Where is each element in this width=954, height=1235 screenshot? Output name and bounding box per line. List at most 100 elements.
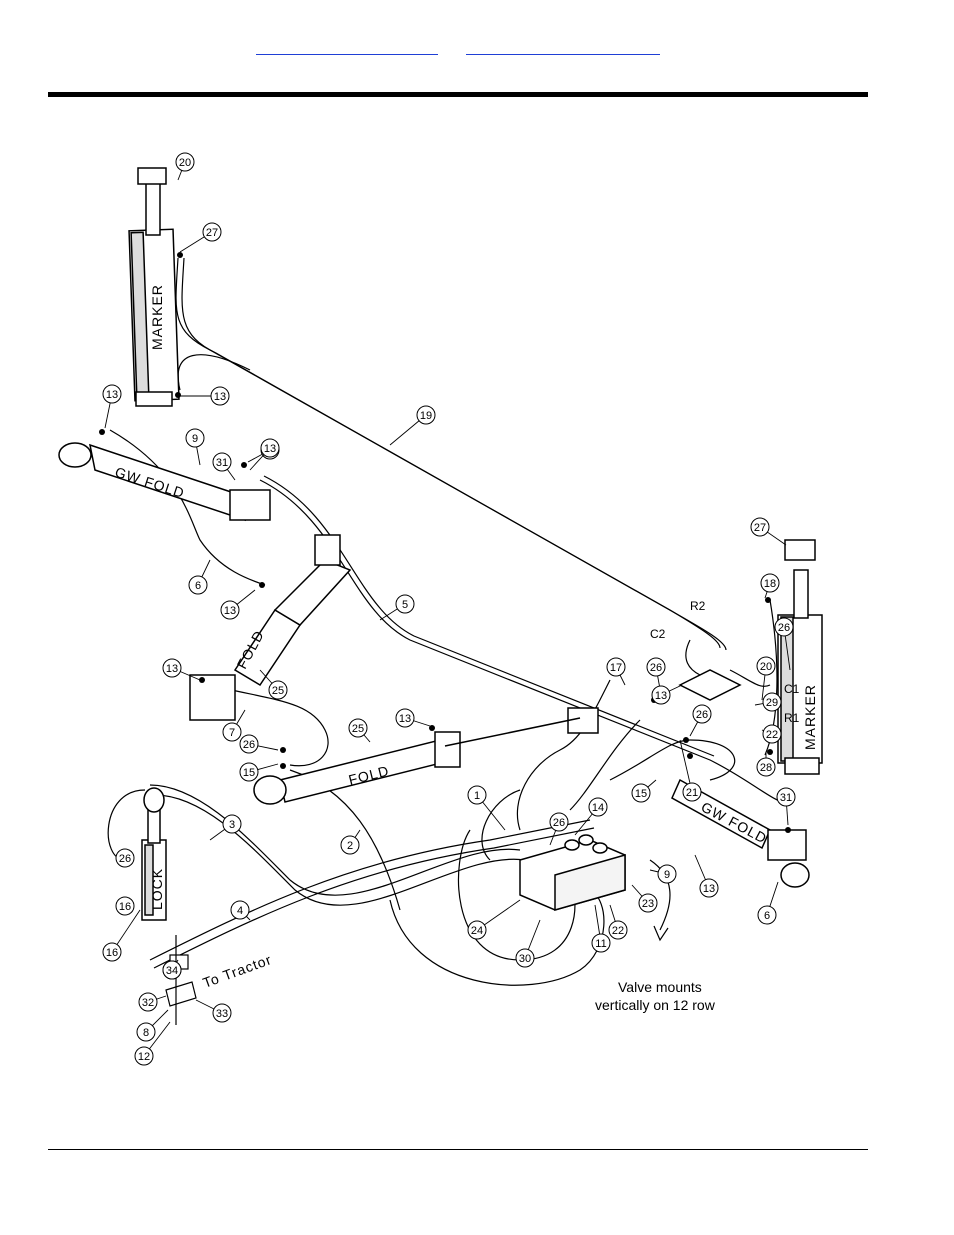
callout-15: 15 — [239, 762, 279, 782]
callout-number: 26 — [119, 853, 131, 865]
gw-fold-right-label: GW FOLD — [699, 799, 770, 847]
callout-number: 31 — [780, 792, 792, 804]
callout-17: 17 — [606, 657, 626, 686]
callout-number: 29 — [766, 697, 778, 709]
callout-1: 1 — [467, 785, 506, 831]
callout-7: 7 — [222, 709, 246, 742]
callout-5: 5 — [379, 594, 415, 621]
callout-24: 24 — [467, 899, 521, 940]
callout-18: 18 — [760, 573, 780, 599]
top-rule — [48, 92, 868, 97]
callout-19: 19 — [389, 405, 436, 446]
callout-26: 26 — [239, 734, 279, 754]
control-valve-block — [519, 834, 626, 911]
callout-14: 14 — [574, 797, 608, 836]
callout-25: 25 — [259, 669, 288, 700]
callout-21: 21 — [679, 739, 702, 802]
callout-number: 19 — [420, 410, 432, 422]
marker-cylinder-left-label: MARKER — [149, 284, 165, 350]
callout-number: 15 — [635, 788, 647, 800]
callout-26: 26 — [115, 848, 135, 868]
callout-number: 2 — [347, 840, 353, 852]
callout-22: 22 — [608, 904, 628, 940]
callout-13: 13 — [395, 708, 431, 728]
callout-number: 13 — [399, 713, 411, 725]
callout-number: 26 — [650, 662, 662, 674]
callout-9: 9 — [649, 864, 677, 884]
port-label-c1: C1 — [784, 682, 800, 696]
callout-number: 34 — [166, 965, 178, 977]
callout-29: 29 — [754, 692, 782, 712]
callout-number: 12 — [138, 1051, 150, 1063]
callout-number: 20 — [760, 661, 772, 673]
callout-number: 15 — [243, 767, 255, 779]
callout-27: 27 — [750, 517, 787, 546]
callout-number: 17 — [610, 662, 622, 674]
callout-12: 12 — [134, 1021, 171, 1066]
callout-30: 30 — [515, 919, 541, 968]
callout-number: 22 — [612, 925, 624, 937]
callout-25: 25 — [348, 718, 371, 743]
callout-13: 13 — [220, 589, 256, 620]
callout-number: 22 — [766, 729, 778, 741]
callout-number: 26 — [553, 817, 565, 829]
valve-note-line2: vertically on 12 row — [595, 997, 716, 1013]
callout-3: 3 — [209, 814, 242, 841]
callout-number: 6 — [195, 580, 201, 592]
header-link-1[interactable] — [256, 40, 438, 55]
callout-28: 28 — [756, 752, 776, 777]
callout-number: 13 — [224, 605, 236, 617]
callout-number: 20 — [179, 157, 191, 169]
callout-number: 6 — [764, 910, 770, 922]
callout-number: 9 — [192, 433, 198, 445]
callout-number: 3 — [229, 819, 235, 831]
callout-number: 8 — [143, 1027, 149, 1039]
callout-31: 31 — [776, 787, 796, 826]
lock-cylinder — [141, 787, 167, 921]
callout-number: 26 — [696, 709, 708, 721]
port-label-r1: R1 — [784, 711, 800, 725]
callout-13: 13 — [249, 438, 280, 471]
hose-6 — [109, 429, 266, 586]
callout-6: 6 — [188, 559, 211, 595]
callout-number: 24 — [471, 925, 483, 937]
hose-4 — [149, 819, 591, 961]
callout-number: 9 — [664, 869, 670, 881]
callout-33: 33 — [195, 999, 232, 1023]
hose-19 — [175, 257, 721, 649]
callout-number: 27 — [754, 522, 766, 534]
callout-34: 34 — [162, 960, 182, 980]
gw-fold-cylinder-left — [58, 442, 271, 522]
port-label-c2: C2 — [650, 627, 666, 641]
header-link-2[interactable] — [466, 40, 660, 55]
hose-5 — [259, 479, 791, 806]
callout-number: 13 — [166, 663, 178, 675]
callout-15: 15 — [631, 779, 657, 803]
callout-number: 4 — [237, 905, 243, 917]
bottom-rule — [48, 1149, 868, 1150]
callout-number: 25 — [272, 685, 284, 697]
callout-9: 9 — [185, 428, 205, 466]
callout-6: 6 — [757, 881, 779, 925]
callout-13: 13 — [651, 684, 683, 705]
valve-note — [649, 859, 671, 942]
callout-number: 23 — [642, 898, 654, 910]
callout-2: 2 — [340, 829, 361, 855]
callout-20: 20 — [175, 152, 195, 181]
marker-cylinder-left — [128, 167, 180, 407]
callout-number: 32 — [142, 997, 154, 1009]
callout-number: 27 — [206, 227, 218, 239]
callout-27: 27 — [179, 222, 222, 253]
callout-number: 30 — [519, 953, 531, 965]
callout-16: 16 — [102, 909, 141, 962]
callout-26: 26 — [689, 704, 712, 737]
callout-number: 21 — [686, 787, 698, 799]
marker-cylinder-right — [777, 539, 823, 775]
fold-cylinder-upper — [189, 534, 352, 721]
callout-number: 5 — [402, 599, 408, 611]
callout-number: 13 — [214, 391, 226, 403]
callout-number: 33 — [216, 1008, 228, 1020]
callout-20: 20 — [756, 656, 776, 701]
callout-number: 14 — [592, 802, 604, 814]
callout-11: 11 — [591, 904, 611, 953]
